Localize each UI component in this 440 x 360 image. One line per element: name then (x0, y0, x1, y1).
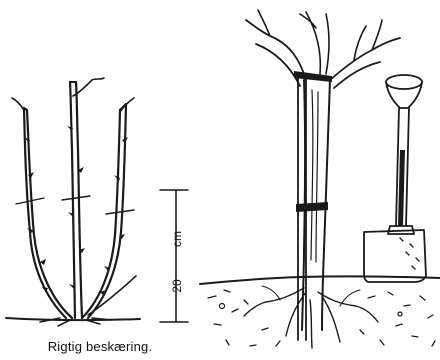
shrub-top-twig-left (12, 98, 24, 110)
spade-icon (364, 75, 426, 282)
shrub-stem-right (82, 104, 126, 318)
measure-unit-label: cm (170, 231, 184, 247)
figure-caption: Rigtig beskæring. (0, 339, 200, 354)
shrub-stub-right (88, 276, 136, 315)
shrub-stem-left (24, 108, 72, 318)
shrub-top-twig-center (73, 78, 104, 96)
height-measure-bracket (160, 190, 188, 322)
tree-roots (244, 286, 378, 348)
shrub-buds (24, 126, 128, 295)
shrub-stem-center (70, 82, 82, 318)
pruned-shrub-drawing: cm 20 (6, 78, 188, 326)
measure-value-label: 20 (170, 279, 184, 293)
planted-tree-drawing (200, 10, 440, 348)
